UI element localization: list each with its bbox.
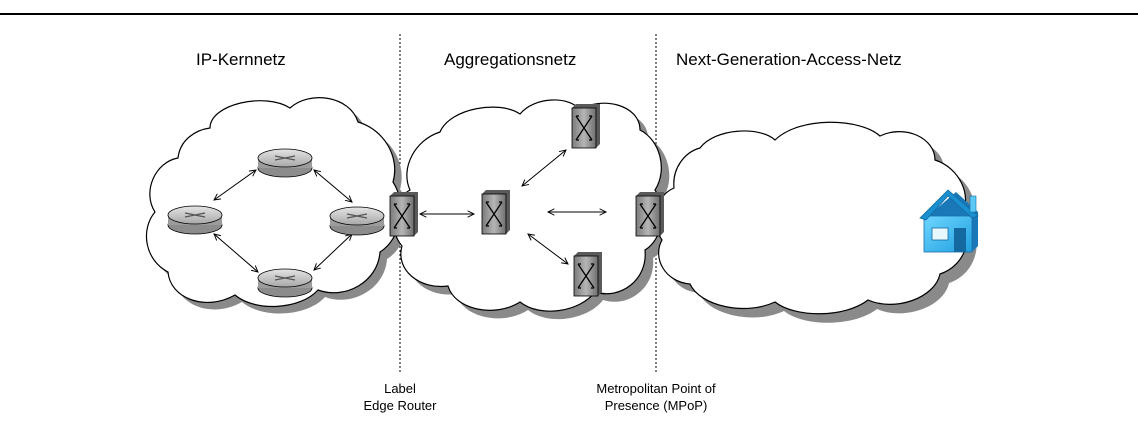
region-label-access: Next-Generation-Access-Netz bbox=[676, 50, 902, 69]
link-core-bottom-left bbox=[214, 234, 258, 272]
switch-icon bbox=[635, 192, 664, 237]
router-icon bbox=[329, 206, 385, 236]
mpop-label: Metropolitan Point of Presence (MPoP) bbox=[566, 380, 746, 414]
mpop-label-line2: Presence (MPoP) bbox=[604, 398, 708, 413]
aggregation-network-cloud bbox=[393, 99, 671, 320]
router-icon bbox=[257, 148, 313, 178]
home-icon bbox=[919, 189, 979, 253]
access-network-cloud bbox=[654, 121, 977, 323]
link-core-bottom-right bbox=[314, 234, 352, 270]
router-icon bbox=[257, 268, 313, 298]
mpop-label-line1: Metropolitan Point of bbox=[596, 381, 716, 396]
link-agg-to-top-switch bbox=[522, 150, 566, 186]
core-links bbox=[214, 170, 352, 272]
switch-icon bbox=[571, 104, 600, 149]
ler-label-line1: Label bbox=[384, 381, 416, 396]
switch-icon bbox=[481, 190, 510, 235]
router-icon bbox=[167, 205, 223, 235]
ler-label-line2: Edge Router bbox=[363, 398, 437, 413]
link-agg-to-bottom-switch bbox=[528, 234, 568, 264]
link-core-top-right bbox=[314, 170, 352, 202]
aggregation-links bbox=[420, 150, 606, 264]
region-label-aggregation: Aggregationsnetz bbox=[444, 50, 577, 69]
link-core-top-left bbox=[214, 170, 256, 200]
switch-icon bbox=[573, 252, 602, 297]
ler-label: Label Edge Router bbox=[355, 380, 445, 414]
region-label-core: IP-Kernnetz bbox=[196, 50, 286, 69]
switch-icon bbox=[389, 192, 418, 237]
